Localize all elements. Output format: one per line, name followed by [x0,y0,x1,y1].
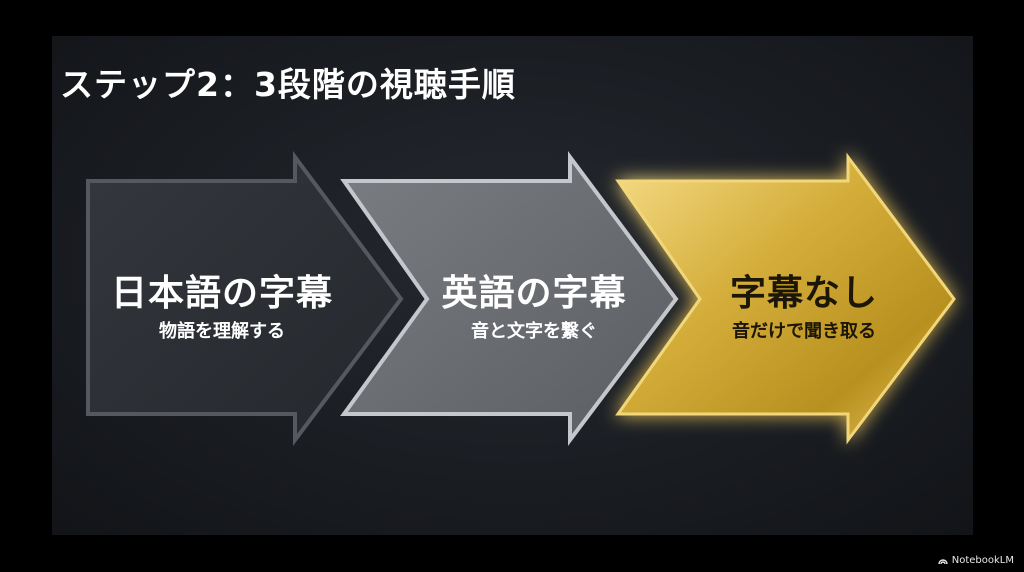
step-3-subtitle: 音だけで聞き取る [732,321,876,342]
notebooklm-watermark: NotebookLM [938,555,1014,566]
step-2-subtitle: 音と文字を繋ぐ [471,321,597,342]
step-2-arrow [340,150,679,446]
step-arrows-graphic [86,150,956,446]
slide-title: ステップ2：3段階の視聴手順 [60,65,516,104]
step-1-subtitle: 物語を理解する [159,321,285,342]
notebooklm-logo-icon [938,558,948,564]
presentation-slide: ステップ2：3段階の視聴手順 [52,36,973,535]
step-1-title: 日本語の字幕 [110,273,333,314]
step-1-arrow [86,150,404,446]
watermark-text: NotebookLM [951,555,1014,566]
step-2-title: 英語の字幕 [441,273,627,314]
step-3-title: 字幕なし [729,273,878,314]
step-3-arrow [615,152,956,445]
